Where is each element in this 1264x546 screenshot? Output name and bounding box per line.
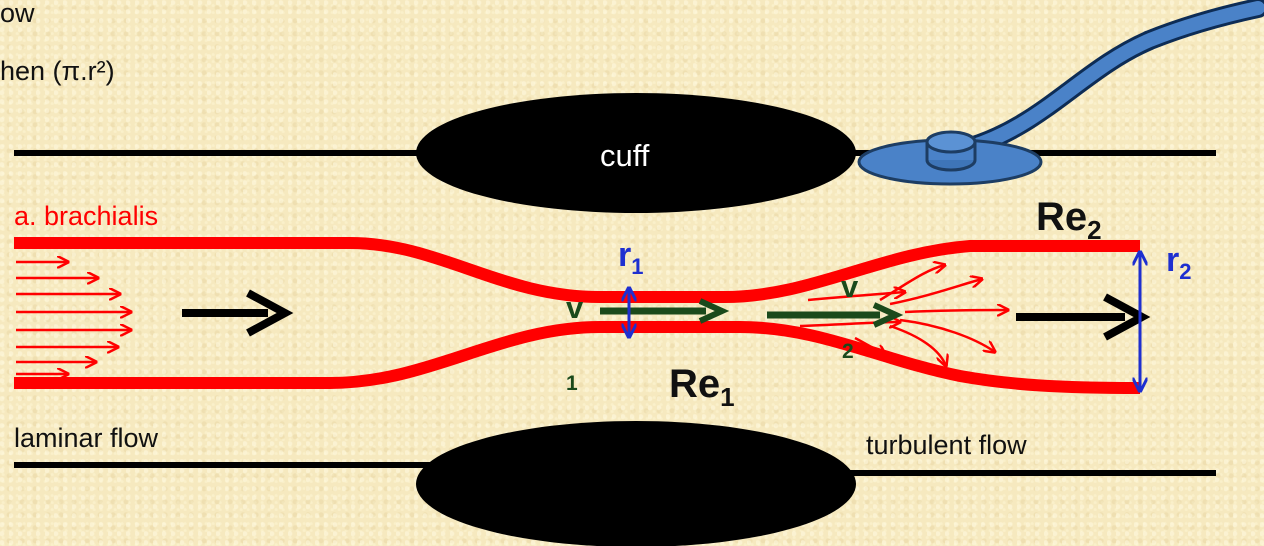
re2-main: Re [1036, 195, 1088, 239]
artery-label: a. brachialis [14, 201, 159, 231]
cuff-upper [416, 93, 856, 213]
laminar-flow-label: laminar flow [14, 423, 159, 453]
turbulent-flow-label: turbulent flow [866, 430, 1027, 460]
reynolds-number-1: Re1 [669, 364, 735, 410]
velocity-label-1: v [566, 290, 584, 325]
cuff-lower [416, 421, 856, 546]
bulk-flow-arrow-left [182, 289, 294, 337]
cuff-label: cuff [600, 138, 650, 173]
r1-sub: 1 [631, 254, 644, 279]
re2-sub: 2 [1087, 215, 1102, 245]
stethoscope-icon [857, 0, 1264, 186]
velocity-label-2: v [841, 269, 859, 304]
radius-label-2: r2 [1166, 243, 1191, 283]
reynolds-number-2: Re2 [1036, 197, 1102, 243]
header-fragment-1: ow [0, 0, 35, 28]
re1-sub: 1 [720, 382, 735, 412]
velocity-subscript-1: 1 [566, 372, 578, 395]
header-fragment-2: hen (π.r²) [0, 56, 115, 86]
bulk-flow-arrow-right [1016, 293, 1151, 341]
radius-label-1: r1 [618, 238, 643, 278]
artery-upper-wall [14, 237, 1140, 303]
velocity-arrow-1 [600, 298, 730, 324]
laminar-flow-arrows [16, 262, 131, 374]
r1-main: r [618, 236, 632, 274]
r2-sub: 2 [1179, 259, 1192, 284]
velocity-arrow-2 [767, 302, 904, 328]
r2-main: r [1166, 241, 1180, 279]
artery-lower-wall [14, 321, 1141, 394]
re1-main: Re [669, 362, 721, 406]
turbulent-flow-arrows [799, 265, 1008, 366]
velocity-subscript-2: 2 [842, 340, 854, 363]
